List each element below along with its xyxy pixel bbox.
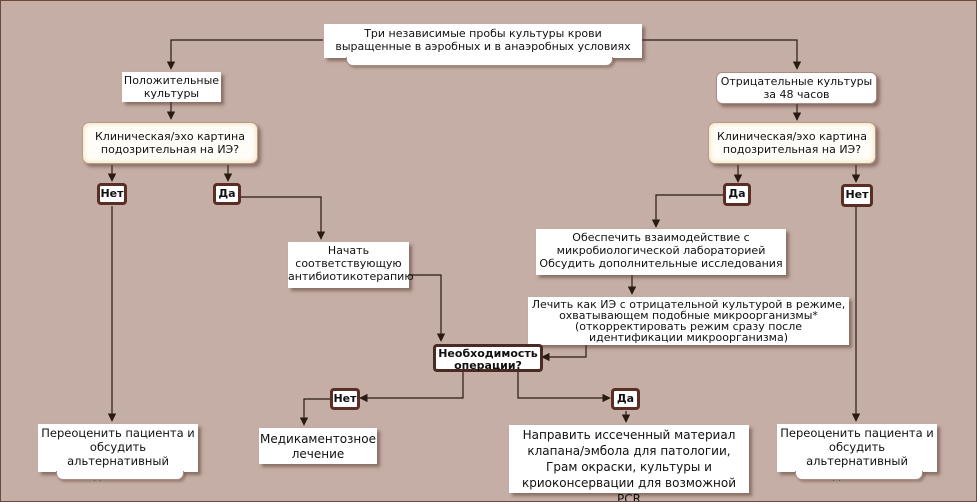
node-start-antibiotics: Начать соответствующую антибиотикотерапи… bbox=[288, 242, 414, 288]
connector-surgery-to-yes bbox=[517, 371, 611, 403]
node-send-material: Направить иссеченный материал клапана/эм… bbox=[509, 425, 749, 501]
connector-top-to-negative bbox=[641, 39, 802, 70]
node-reassess-left: Переоценить пациента и обсудить альтерна… bbox=[38, 424, 198, 482]
connector-no-surgery-to-medical bbox=[299, 398, 331, 426]
connector-surgery-to-no bbox=[359, 371, 464, 403]
node-clinical-left: Клиническая/эхо картина подозрительная н… bbox=[82, 122, 258, 164]
badge-yes-right: Да bbox=[723, 183, 751, 206]
node-medical-treatment: Медикаментозное лечение bbox=[259, 428, 377, 464]
node-lab-contact: Обеспечить взаимодействие с микробиологи… bbox=[536, 229, 786, 275]
badge-no-right: Нет bbox=[841, 184, 873, 207]
node-treat-negative: Лечить как ИЭ с отрицательной культурой … bbox=[528, 297, 849, 345]
node-surgery-question: Необходимость операции? bbox=[433, 344, 543, 372]
connector-yes-left-to-antibiotics bbox=[241, 196, 326, 240]
connector-antibiotics-to-surgery bbox=[409, 274, 446, 342]
badge-no-surgery: Нет bbox=[330, 388, 360, 410]
badge-yes-left: Да bbox=[213, 183, 241, 205]
node-blood-cultures: Три независимые пробы культуры крови выр… bbox=[324, 24, 642, 58]
node-reassess-right-tab bbox=[795, 471, 923, 480]
node-positive-cultures: Положительные культуры bbox=[122, 72, 221, 102]
badge-no-left: Нет bbox=[97, 183, 127, 205]
node-clinical-right: Клиническая/эхо картина подозрительная н… bbox=[708, 122, 876, 164]
node-negative-cultures: Отрицательные культуры за 48 часов bbox=[716, 72, 877, 104]
connector-top-to-positive bbox=[166, 39, 323, 70]
connector-yes-right-to-lab bbox=[651, 194, 723, 228]
node-reassess-left-tab bbox=[56, 471, 184, 480]
node-reassess-right: Переоценить пациента и обсудить альтерна… bbox=[777, 424, 937, 482]
badge-yes-surgery: Да bbox=[611, 388, 640, 410]
connector-treat-to-surgery bbox=[541, 343, 587, 362]
node-blood-cultures-tab bbox=[346, 57, 613, 66]
